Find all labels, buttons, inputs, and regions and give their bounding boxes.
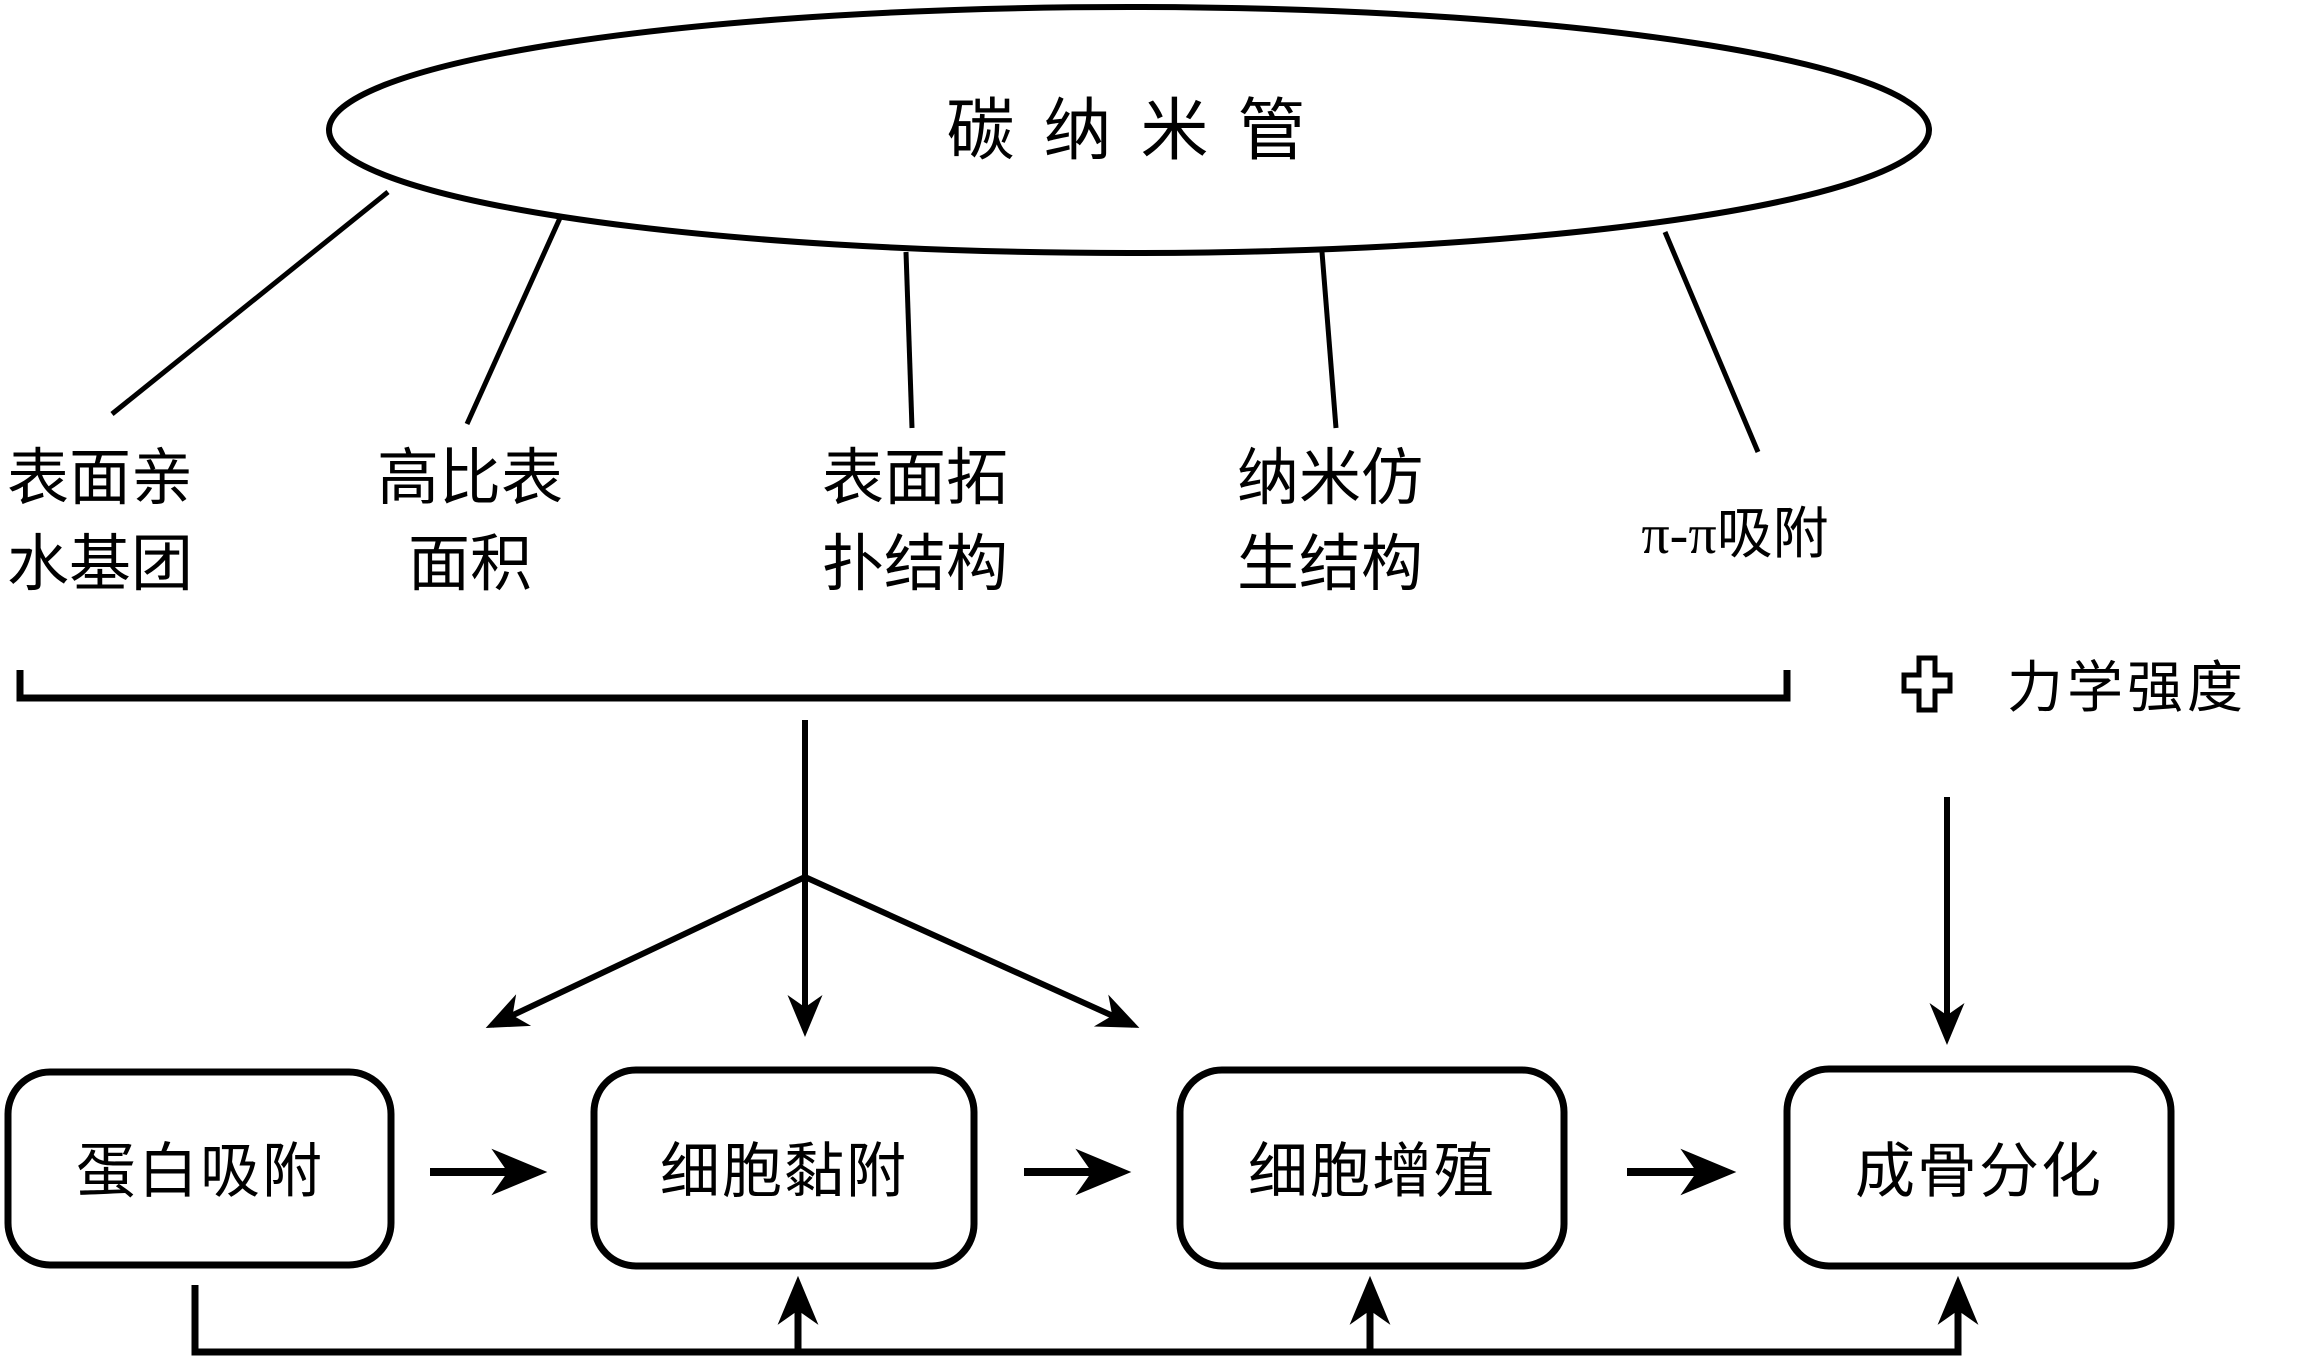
box-cell-proliferation	[1176, 1066, 1568, 1270]
mechanical-strength-label: 力学强度	[2007, 658, 2247, 720]
factor-surface-area-line2: 面积	[408, 531, 532, 599]
factor-topology-line2: 扑结构	[822, 531, 1008, 599]
ellipse-title: 碳 纳 米 管	[946, 93, 1311, 169]
factor-hydrophilic-line2: 水基团	[7, 531, 193, 599]
factor-biomimetic-line2: 生结构	[1237, 531, 1423, 599]
factor-surface-area-line1: 高比表	[377, 445, 563, 513]
factor-label-topology: 表面拓 扑结构	[822, 445, 1008, 599]
connector-line-hydrophilic	[110, 190, 390, 416]
factor-hydrophilic-line1: 表面亲	[7, 445, 193, 513]
factor-label-hydrophilic: 表面亲 水基团	[7, 445, 193, 599]
box-osteogenic-differentiation	[1783, 1065, 2175, 1270]
split-arrow-right	[803, 874, 1140, 1028]
carbon-nanotube-ellipse	[326, 4, 1932, 256]
factor-label-pi-adsorption: π-π吸附	[1641, 504, 1828, 566]
plus-icon	[1901, 655, 1953, 713]
box-osteogenic-differentiation-label: 成骨分化	[1855, 1139, 2103, 1205]
box-cell-adhesion	[590, 1066, 978, 1270]
factor-label-surface-area: 高比表 面积	[377, 445, 563, 599]
feedback-line	[191, 1275, 1979, 1356]
summary-bracket	[16, 670, 1791, 702]
box-protein-adsorption	[4, 1068, 395, 1269]
factor-biomimetic-line1: 纳米仿	[1237, 445, 1423, 513]
connector-line-pi-adsorption	[1662, 231, 1761, 453]
connector-line-surface-area	[464, 216, 563, 426]
split-arrow-left	[485, 874, 807, 1028]
connector-line-biomimetic	[1319, 251, 1339, 429]
box-cell-proliferation-label: 细胞增殖	[1248, 1139, 1496, 1205]
box-protein-adsorption-label: 蛋白吸附	[76, 1139, 324, 1205]
box-cell-adhesion-label: 细胞黏附	[660, 1139, 908, 1205]
factor-topology-line1: 表面拓	[822, 445, 1008, 513]
connector-line-topology	[903, 251, 915, 429]
factor-label-biomimetic: 纳米仿 生结构	[1237, 445, 1423, 599]
